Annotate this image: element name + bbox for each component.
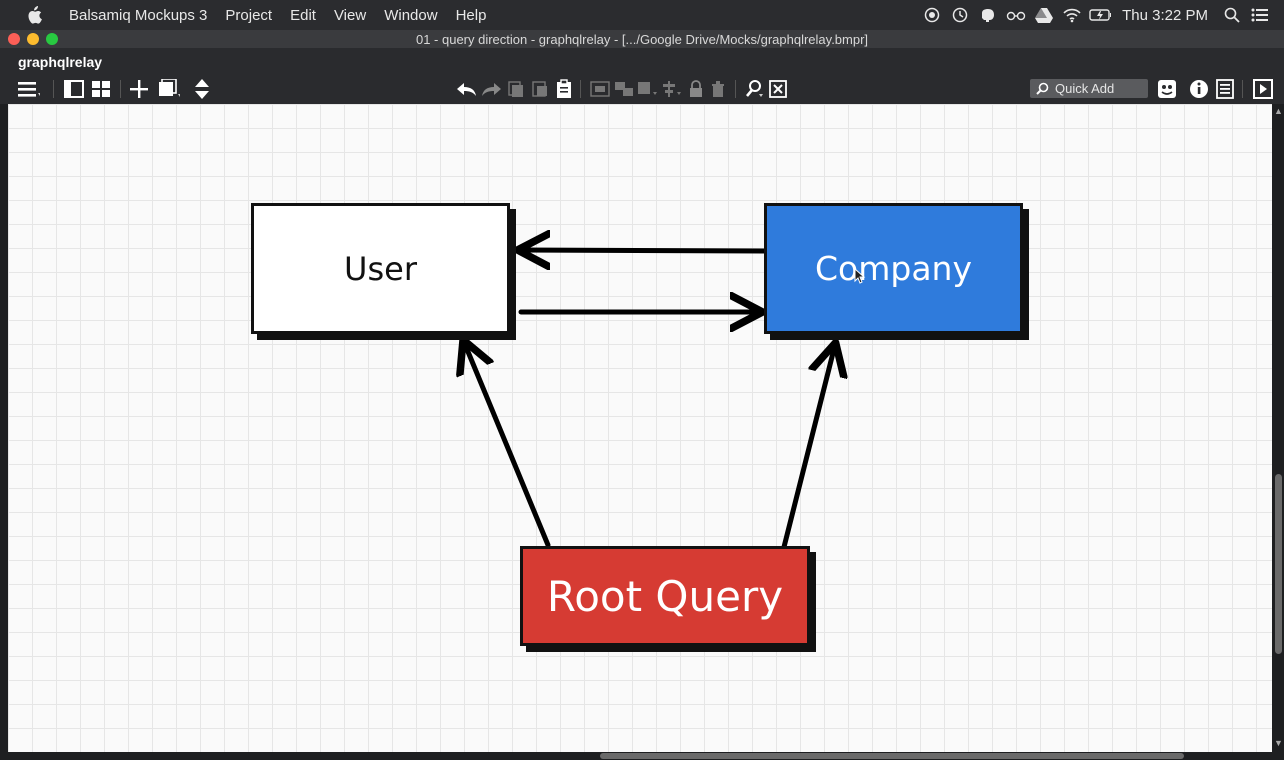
horizontal-scrollbar[interactable] <box>0 752 1284 760</box>
menu-help[interactable]: Help <box>455 6 487 24</box>
info-icon[interactable] <box>1188 79 1210 99</box>
notes-icon[interactable] <box>1214 79 1236 99</box>
connector-arrows <box>8 104 1272 550</box>
wifi-icon[interactable] <box>1061 6 1083 24</box>
arrow-company-to-user <box>520 250 767 251</box>
add-icon[interactable] <box>128 79 150 99</box>
menu-edit[interactable]: Edit <box>290 6 316 24</box>
expand-collapse-icon[interactable] <box>191 79 213 99</box>
duplicate-icon[interactable] <box>158 79 180 99</box>
clear-image-icon[interactable] <box>767 79 789 99</box>
single-view-icon[interactable] <box>63 79 85 99</box>
user-node[interactable]: User <box>251 203 510 334</box>
mouse-cursor-icon <box>854 268 866 284</box>
paste-icon[interactable] <box>553 79 575 99</box>
group-icon[interactable] <box>589 79 611 99</box>
arrow-root-to-company <box>781 345 835 550</box>
presentation-mode-icon[interactable] <box>1252 79 1274 99</box>
close-window-button[interactable] <box>8 33 20 45</box>
scroll-up-icon[interactable]: ▲ <box>1274 106 1283 116</box>
scroll-down-icon[interactable]: ▼ <box>1274 738 1283 748</box>
root-query-node[interactable]: Root Query <box>520 546 810 646</box>
window-title-bar[interactable]: 01 - query direction - graphqlrelay - [.… <box>0 30 1284 48</box>
cut-icon[interactable] <box>529 79 551 99</box>
minimize-window-button[interactable] <box>27 33 39 45</box>
toolbar: Quick Add <box>0 74 1284 104</box>
copy-icon[interactable] <box>505 79 527 99</box>
arrange-icon[interactable] <box>637 79 659 99</box>
horizontal-scroll-thumb[interactable] <box>600 753 1184 759</box>
quick-add-placeholder: Quick Add <box>1055 81 1115 96</box>
vertical-scroll-thumb[interactable] <box>1275 474 1282 654</box>
find-icon[interactable] <box>744 79 766 99</box>
quick-add-input[interactable]: Quick Add <box>1030 79 1148 98</box>
menu-window[interactable]: Window <box>384 6 438 24</box>
undo-icon[interactable] <box>456 79 478 99</box>
project-name[interactable]: graphqlrelay <box>18 54 103 70</box>
root-query-node-label: Root Query <box>546 571 784 621</box>
evernote-elephant-icon[interactable] <box>977 6 999 24</box>
spotlight-search-icon[interactable] <box>1221 6 1243 24</box>
lock-icon[interactable] <box>685 79 707 99</box>
company-node-label: Company <box>815 249 972 288</box>
redo-icon[interactable] <box>480 79 502 99</box>
glasses-icon[interactable] <box>1005 6 1027 24</box>
user-node-label: User <box>344 249 417 288</box>
search-icon <box>1036 82 1049 95</box>
menu-project[interactable]: Project <box>225 6 273 24</box>
mockup-canvas[interactable]: User Company Root Query <box>8 104 1272 752</box>
align-icon[interactable] <box>661 79 683 99</box>
company-node[interactable]: Company <box>764 203 1023 334</box>
zoom-window-button[interactable] <box>46 33 58 45</box>
battery-charging-icon[interactable] <box>1089 6 1112 24</box>
notification-center-icon[interactable] <box>1249 6 1271 24</box>
hamburger-menu-icon[interactable] <box>18 79 40 99</box>
menu-app-name[interactable]: Balsamiq Mockups 3 <box>69 6 208 24</box>
grid-view-icon[interactable] <box>90 79 112 99</box>
arrow-root-to-user <box>464 342 551 548</box>
window-title: 01 - query direction - graphqlrelay - [.… <box>415 31 869 47</box>
menu-view[interactable]: View <box>333 6 367 24</box>
trash-icon[interactable] <box>707 79 729 99</box>
google-drive-icon[interactable] <box>1033 6 1055 24</box>
screen-record-icon[interactable] <box>921 6 943 24</box>
ui-library-icon[interactable] <box>1156 79 1178 99</box>
window-controls <box>8 33 58 45</box>
time-machine-icon[interactable] <box>949 6 971 24</box>
menu-clock[interactable]: Thu 3:22 PM <box>1122 6 1208 24</box>
vertical-scrollbar[interactable]: ▲ ▼ <box>1272 104 1284 752</box>
menu-bar: Balsamiq Mockups 3 Project Edit View Win… <box>0 0 1284 30</box>
ungroup-icon[interactable] <box>613 79 635 99</box>
apple-menu-icon[interactable] <box>26 6 48 24</box>
project-bar: graphqlrelay <box>0 48 1284 74</box>
